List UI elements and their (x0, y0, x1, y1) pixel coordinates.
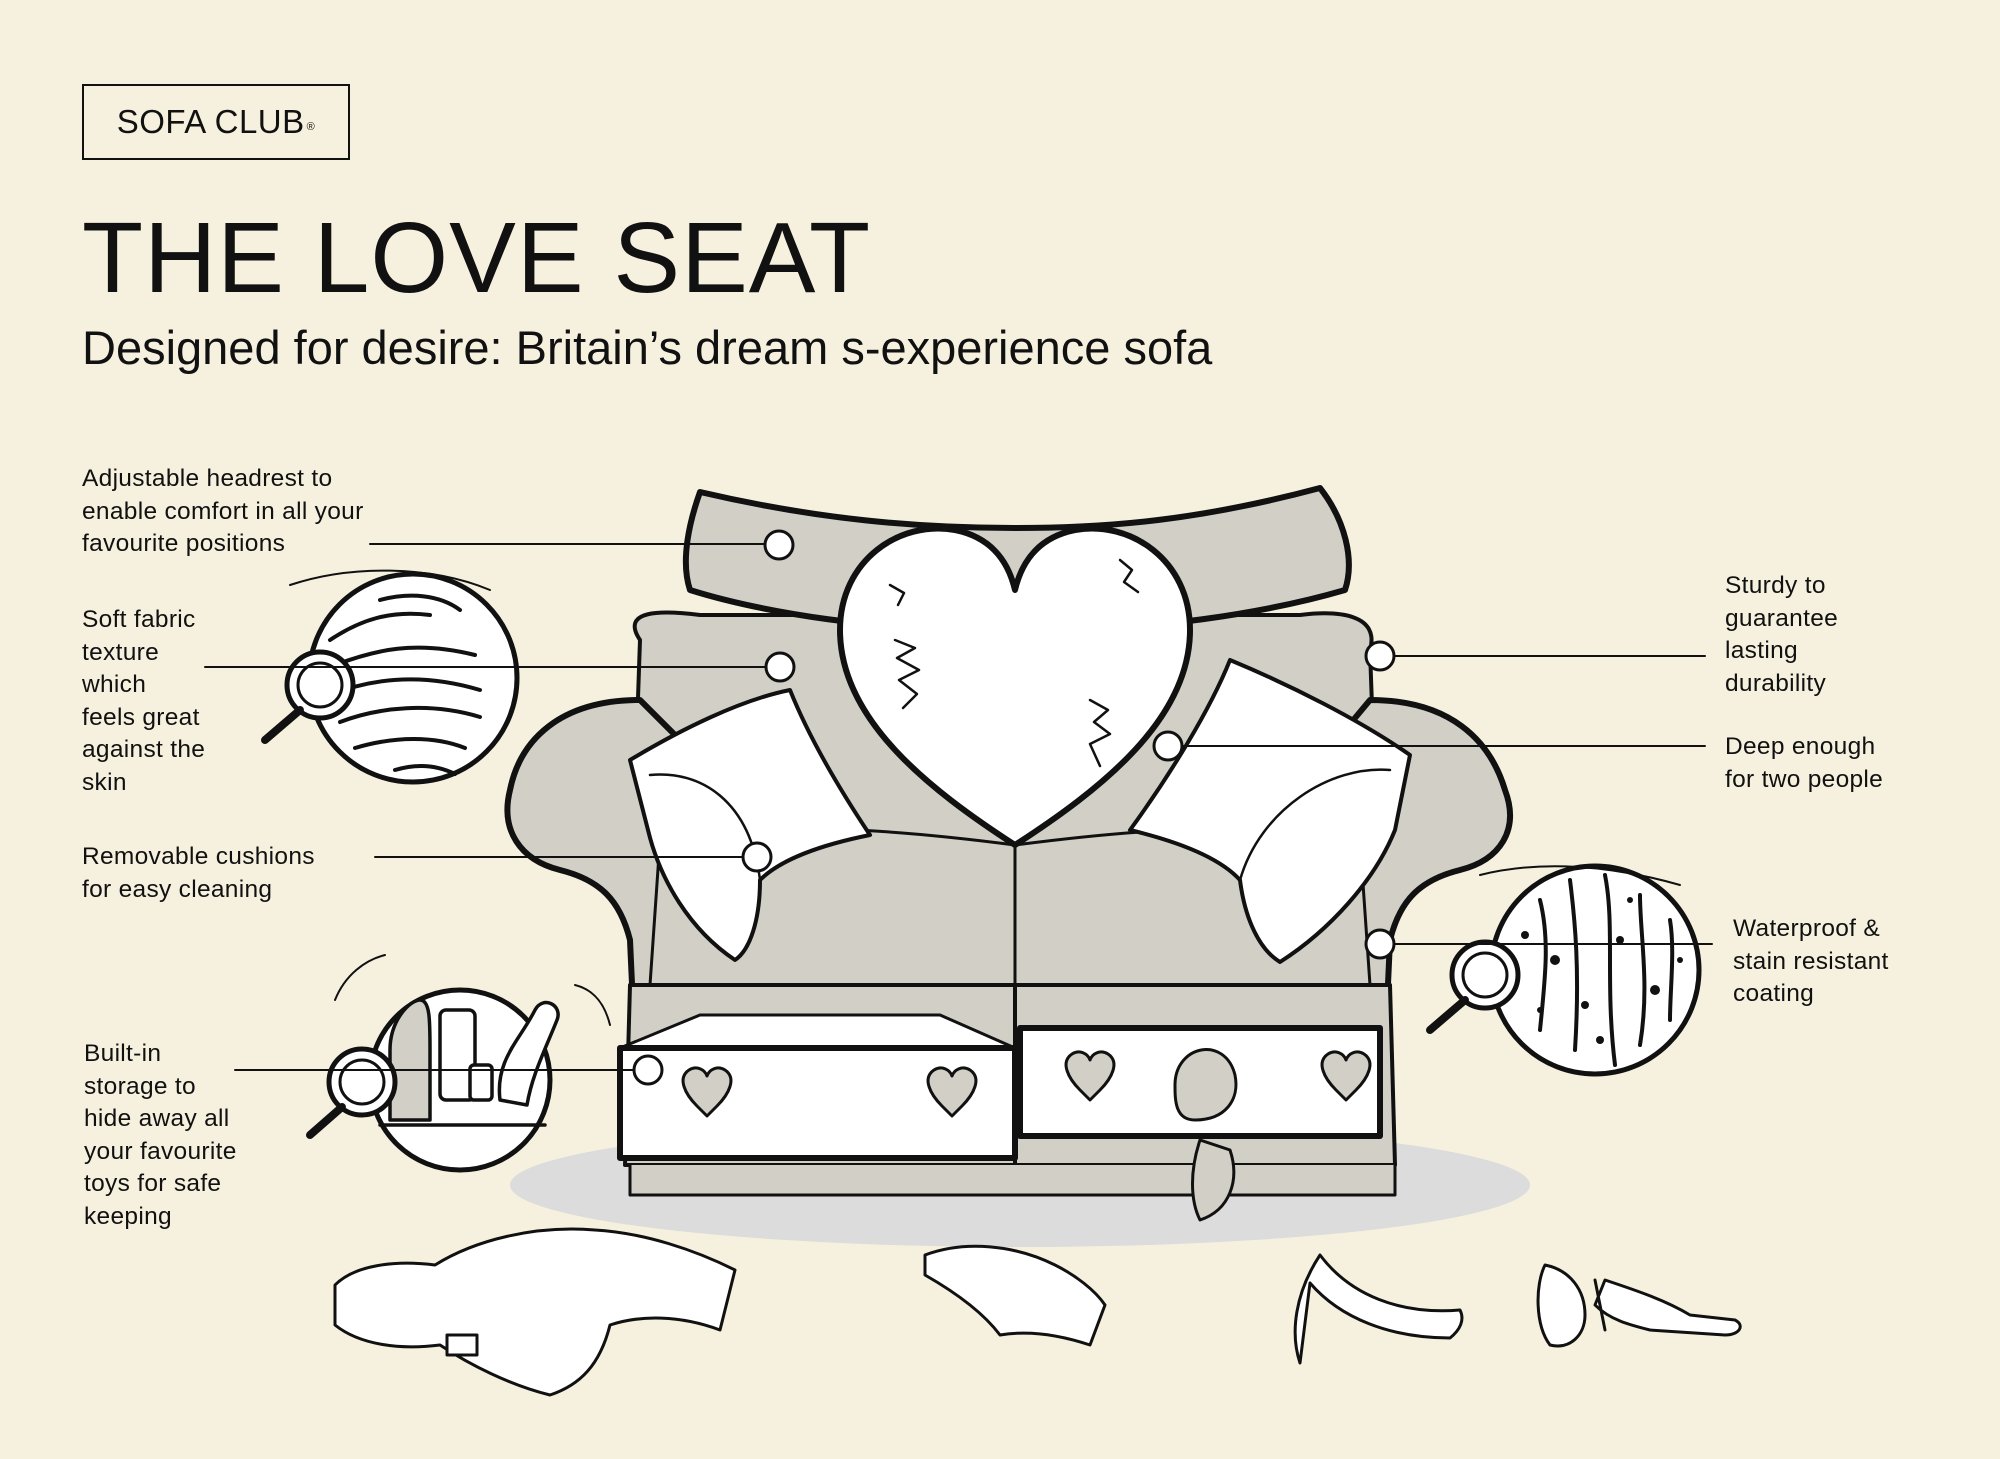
callout-cushions: Removable cushions for easy cleaning (82, 841, 315, 906)
callout-line: skin (82, 768, 127, 796)
heart-crack (893, 638, 921, 710)
left-drawer (617, 1045, 1018, 1161)
callout-deep: Deep enough for two people (1725, 731, 1883, 796)
clothes-briefs (923, 1244, 1107, 1347)
callout-line: Sturdy to (1725, 572, 1826, 599)
callout-line: durability (1725, 669, 1827, 697)
callout-line: favourite positions (82, 530, 286, 557)
callout-dot-sturdy (1364, 640, 1396, 672)
callout-line: your favourite (84, 1137, 237, 1165)
drawer-heart-3 (1064, 1050, 1116, 1102)
callout-line: which (82, 671, 147, 698)
callout-line: Waterproof & (1733, 915, 1881, 942)
waterproof-texture-circle (1488, 863, 1702, 1077)
clothes-thong (1293, 1253, 1464, 1365)
callout-storage: Built-in storage to hide away all your f… (84, 1038, 237, 1233)
callout-line: Removable cushions (82, 843, 315, 870)
callout-waterproof: Waterproof & stain resistant coating (1733, 913, 1889, 1011)
callout-line: Deep enough (1725, 733, 1876, 760)
callout-line: coating (1733, 980, 1815, 1007)
callout-dot-waterproof (1364, 928, 1396, 960)
left-pillow (628, 688, 872, 962)
big-heart (837, 525, 1193, 848)
waterproof-texture-pattern (1538, 873, 1675, 1067)
callout-line: for two people (1725, 765, 1884, 793)
callout-dot-headrest (763, 529, 795, 561)
callout-line: Soft fabric (82, 606, 196, 633)
callout-line: lasting (1725, 637, 1798, 664)
callout-line: texture (82, 638, 159, 666)
callout-line: toys for safe (84, 1170, 222, 1197)
callout-fabric: Soft fabric texture which feels great ag… (82, 604, 205, 799)
callout-dot-fabric (764, 651, 796, 683)
callout-line: storage to (84, 1072, 196, 1100)
callout-line: stain resistant (1733, 947, 1889, 975)
heel-shoe-2 (1593, 1278, 1742, 1337)
drawer-heart-4 (1320, 1050, 1372, 1102)
brand-name: SOFA CLUB (116, 103, 305, 140)
registered-mark: ® (306, 121, 316, 133)
page-subtitle: Designed for desire: Britain’s dream s-e… (82, 321, 1213, 374)
heel-shoe-1 (1536, 1263, 1587, 1348)
brand-logo: SOFA CLUB® (82, 84, 350, 160)
callout-line: hide away all (84, 1105, 230, 1132)
toys-illustration (378, 998, 560, 1127)
page-title: THE LOVE SEAT (82, 202, 872, 314)
drawer-heart-2 (926, 1066, 978, 1118)
callout-dot-deep (1152, 730, 1184, 762)
callout-line: feels great (82, 703, 200, 731)
callout-line: against the (82, 736, 206, 763)
callout-sturdy: Sturdy to guarantee lasting durability (1725, 570, 1838, 700)
callout-line: Built-in (84, 1040, 162, 1067)
callout-line: Adjustable headrest to (82, 465, 333, 492)
callout-dot-cushions (741, 841, 773, 873)
right-pillow (1128, 658, 1412, 964)
callout-line: guarantee (1725, 604, 1839, 632)
bra (1173, 1048, 1238, 1222)
callout-line: enable comfort in all your (82, 497, 364, 525)
callout-headrest: Adjustable headrest to enable comfort in… (82, 463, 364, 561)
clothes-jeans (333, 1227, 737, 1397)
callout-dot-storage (632, 1054, 664, 1086)
callout-line: keeping (84, 1202, 172, 1230)
drawer-heart-1 (681, 1066, 733, 1118)
callout-line: for easy cleaning (82, 875, 273, 903)
